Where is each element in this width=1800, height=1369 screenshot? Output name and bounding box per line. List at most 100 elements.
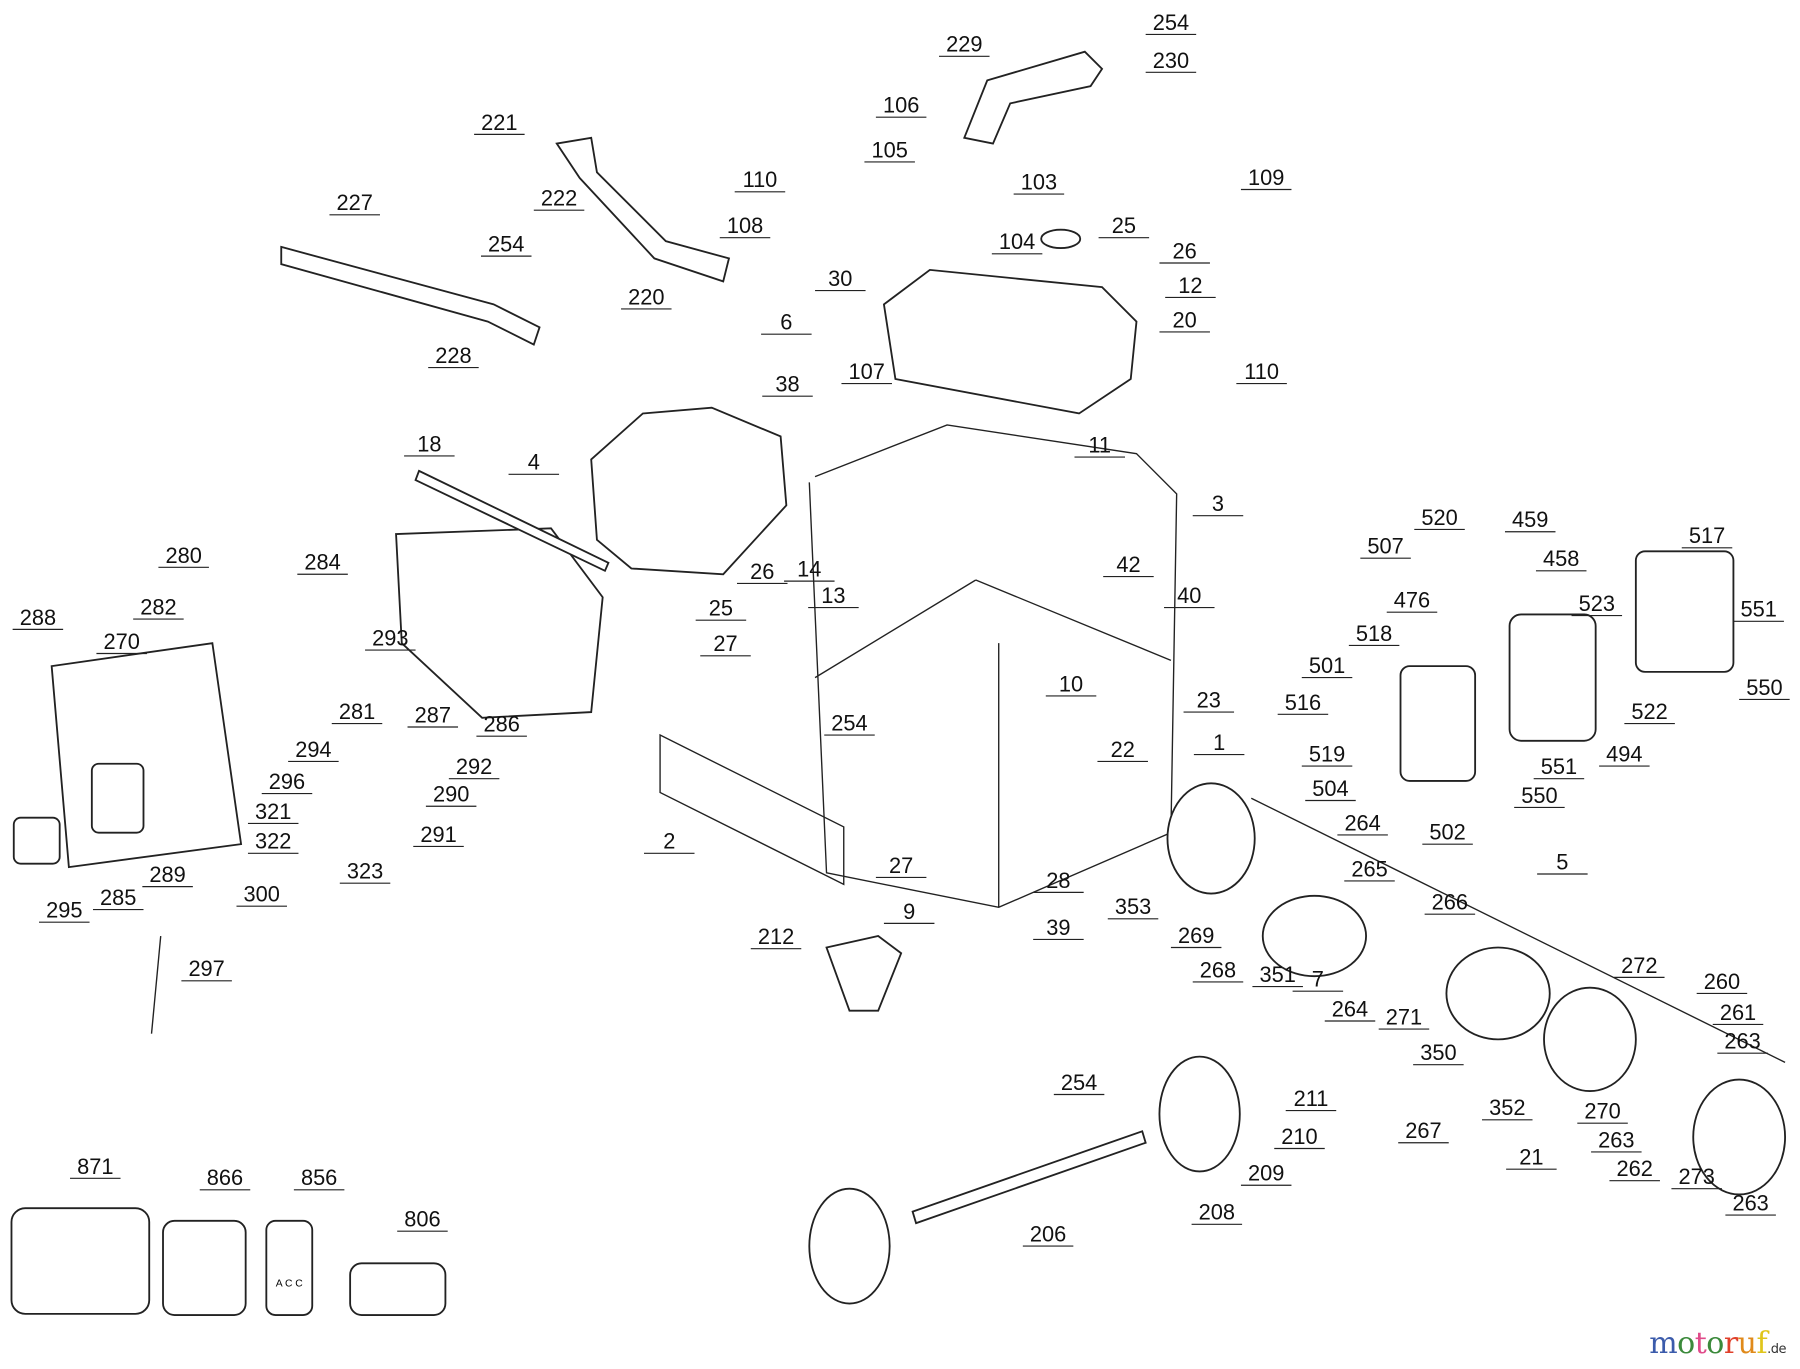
bracket-229 bbox=[963, 50, 1104, 145]
part-label: 294 bbox=[288, 737, 339, 763]
logo-letter: m bbox=[1649, 1326, 1678, 1361]
part-label: 7 bbox=[1292, 967, 1344, 992]
part-number: 1 bbox=[1213, 730, 1225, 755]
part-number: 260 bbox=[1704, 969, 1740, 994]
part-label: 297 bbox=[181, 956, 232, 982]
part-number: 272 bbox=[1621, 953, 1657, 978]
part-label: 21 bbox=[1506, 1145, 1557, 1170]
part-number: 20 bbox=[1173, 307, 1197, 332]
part-number: 504 bbox=[1312, 776, 1348, 801]
part-label: 806 bbox=[397, 1207, 448, 1232]
part-label: 107 bbox=[841, 359, 892, 385]
part-label: 351 bbox=[1252, 962, 1303, 988]
part-number: 263 bbox=[1724, 1029, 1760, 1054]
part-label: 254 bbox=[824, 710, 875, 736]
part-number: 42 bbox=[1116, 552, 1140, 577]
part-number: 806 bbox=[404, 1207, 440, 1232]
part-number: 262 bbox=[1617, 1156, 1653, 1181]
part-label: 507 bbox=[1360, 534, 1411, 559]
part-label: 25 bbox=[1098, 213, 1150, 239]
part-label: 39 bbox=[1033, 915, 1084, 941]
part-drawings: A C C bbox=[10, 50, 1786, 1316]
part-label: 110 bbox=[1236, 359, 1287, 385]
engine-4 bbox=[590, 406, 788, 576]
frame-1 bbox=[808, 424, 1178, 909]
part-number: 209 bbox=[1248, 1161, 1284, 1186]
part-number: 208 bbox=[1199, 1200, 1235, 1225]
part-label: 10 bbox=[1045, 671, 1097, 697]
part-label: 212 bbox=[750, 924, 802, 950]
part-number: 220 bbox=[628, 284, 664, 309]
rotor-351 bbox=[1261, 894, 1367, 978]
part-number: 516 bbox=[1285, 690, 1321, 715]
part-number: 263 bbox=[1732, 1191, 1768, 1216]
part-number: 28 bbox=[1046, 868, 1070, 893]
part-label: 25 bbox=[695, 596, 747, 621]
part-number: 322 bbox=[255, 829, 291, 854]
part-number: 289 bbox=[149, 862, 185, 887]
part-label: 866 bbox=[199, 1165, 251, 1191]
part-label: 296 bbox=[261, 769, 313, 795]
part-label: 476 bbox=[1386, 588, 1438, 613]
accessory-856 bbox=[265, 1219, 314, 1316]
part-number: 103 bbox=[1021, 169, 1057, 194]
part-label: 550 bbox=[1739, 675, 1790, 701]
part-number: 287 bbox=[415, 702, 451, 727]
part-label: 108 bbox=[719, 213, 771, 239]
part-label: 353 bbox=[1107, 894, 1159, 920]
part-label: 284 bbox=[297, 550, 348, 575]
part-number: 282 bbox=[140, 594, 176, 619]
part-number: 292 bbox=[456, 754, 492, 779]
part-number: 4 bbox=[528, 450, 540, 475]
part-label: 323 bbox=[339, 859, 391, 884]
part-label: 23 bbox=[1183, 687, 1235, 713]
part-label: 228 bbox=[428, 343, 479, 369]
part-label: 501 bbox=[1301, 653, 1353, 679]
part-label: 6 bbox=[761, 310, 812, 335]
part-number: 25 bbox=[1112, 213, 1136, 238]
part-number: 265 bbox=[1351, 856, 1387, 881]
part-number: 212 bbox=[758, 924, 794, 949]
part-label: 5 bbox=[1537, 849, 1588, 875]
part-label: 38 bbox=[762, 372, 813, 397]
part-label: 208 bbox=[1191, 1200, 1243, 1225]
part-label: 286 bbox=[476, 712, 527, 737]
part-number: 11 bbox=[1088, 433, 1111, 458]
part-number: 350 bbox=[1420, 1040, 1456, 1065]
part-label: 211 bbox=[1285, 1086, 1337, 1112]
part-number: 13 bbox=[821, 583, 845, 608]
part-number: 518 bbox=[1356, 621, 1392, 646]
part-label: 42 bbox=[1103, 552, 1154, 578]
part-number: 26 bbox=[1173, 238, 1197, 263]
part-number: 6 bbox=[780, 310, 792, 335]
part-label: 270 bbox=[96, 629, 147, 655]
part-number: 104 bbox=[999, 229, 1035, 254]
part-label: 516 bbox=[1277, 690, 1329, 715]
logo-suffix: .de bbox=[1767, 1342, 1786, 1357]
part-number: 520 bbox=[1421, 505, 1457, 530]
handle-227 bbox=[280, 245, 541, 346]
part-label: 523 bbox=[1571, 591, 1623, 617]
part-number: 296 bbox=[269, 769, 305, 794]
fuel-cap-103 bbox=[1040, 228, 1082, 249]
part-number: 105 bbox=[871, 137, 907, 162]
part-number: 5 bbox=[1556, 849, 1568, 874]
part-number: 270 bbox=[104, 629, 140, 654]
part-label: 230 bbox=[1145, 48, 1197, 73]
part-label: 270 bbox=[1577, 1099, 1628, 1124]
part-number: 254 bbox=[488, 232, 524, 257]
part-number: 295 bbox=[46, 898, 82, 923]
part-number: 351 bbox=[1259, 962, 1295, 987]
accessory-806 bbox=[349, 1262, 447, 1316]
part-label: 293 bbox=[365, 625, 416, 651]
part-label: 287 bbox=[407, 702, 459, 728]
part-number: 269 bbox=[1178, 923, 1214, 948]
part-number: 323 bbox=[347, 859, 383, 884]
part-number: 39 bbox=[1046, 915, 1070, 940]
part-number: 18 bbox=[417, 431, 441, 456]
part-label: 291 bbox=[413, 822, 464, 848]
part-label: 206 bbox=[1022, 1222, 1074, 1247]
part-label: 458 bbox=[1535, 546, 1587, 572]
logo-letter: o bbox=[1677, 1326, 1695, 1361]
